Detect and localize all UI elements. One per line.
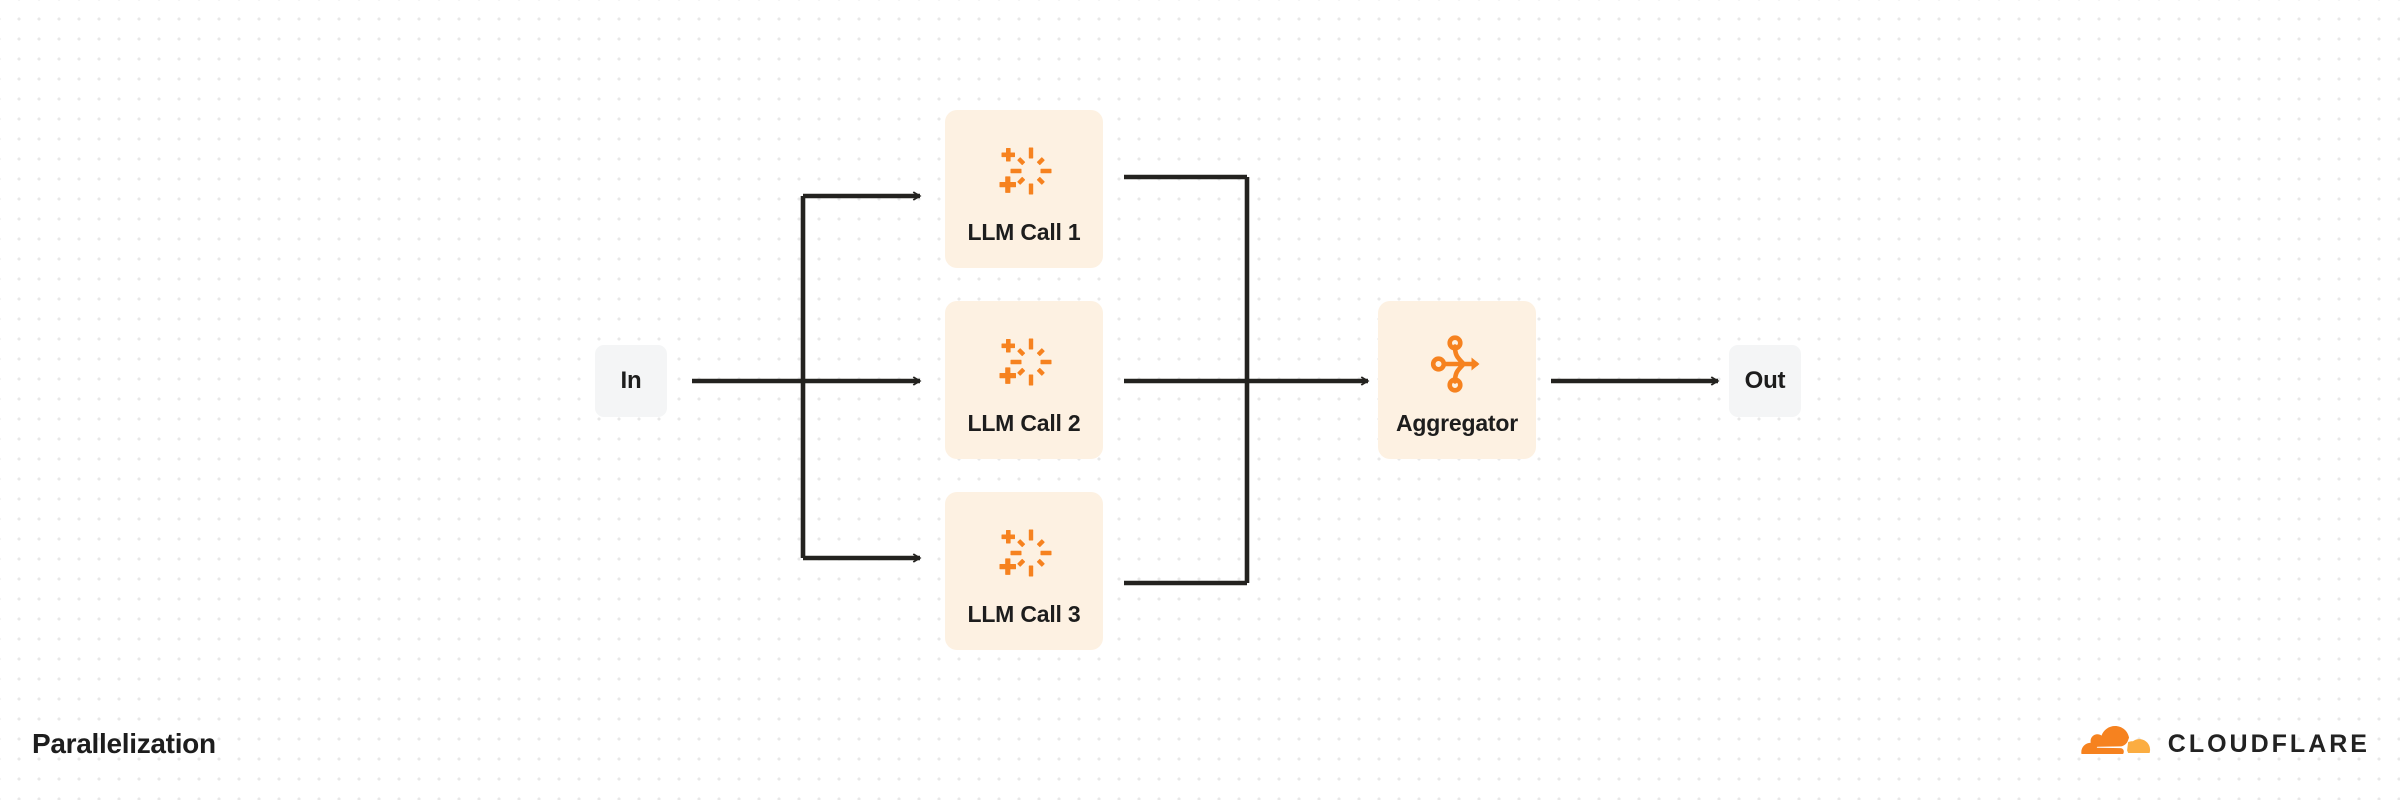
ai-sparkle-icon	[992, 332, 1056, 396]
node-out-label: Out	[1744, 367, 1786, 394]
ai-sparkle-icon	[992, 141, 1056, 205]
node-llm-call-2[interactable]: LLM Call 2	[945, 301, 1103, 459]
node-llm-call-3-label: LLM Call 3	[967, 600, 1081, 627]
aggregator-icon	[1425, 332, 1489, 396]
ai-sparkle-icon	[992, 523, 1056, 587]
cloudflare-wordmark: CLOUDFLARE	[2167, 729, 2370, 758]
node-in-label: In	[620, 367, 642, 394]
node-aggregator-label: Aggregator	[1396, 409, 1518, 436]
node-in[interactable]: In	[595, 345, 667, 417]
cloudflare-brand: CLOUDFLARE	[2080, 725, 2370, 763]
node-llm-call-1[interactable]: LLM Call 1	[945, 110, 1103, 268]
cloudflare-cloud-logo	[2080, 725, 2154, 763]
diagram-title: Parallelization	[32, 728, 216, 759]
node-llm-call-2-label: LLM Call 2	[967, 409, 1081, 436]
node-out[interactable]: Out	[1729, 345, 1801, 417]
node-llm-call-1-label: LLM Call 1	[967, 218, 1081, 245]
node-aggregator[interactable]: Aggregator	[1378, 301, 1536, 459]
node-llm-call-3[interactable]: LLM Call 3	[945, 492, 1103, 650]
